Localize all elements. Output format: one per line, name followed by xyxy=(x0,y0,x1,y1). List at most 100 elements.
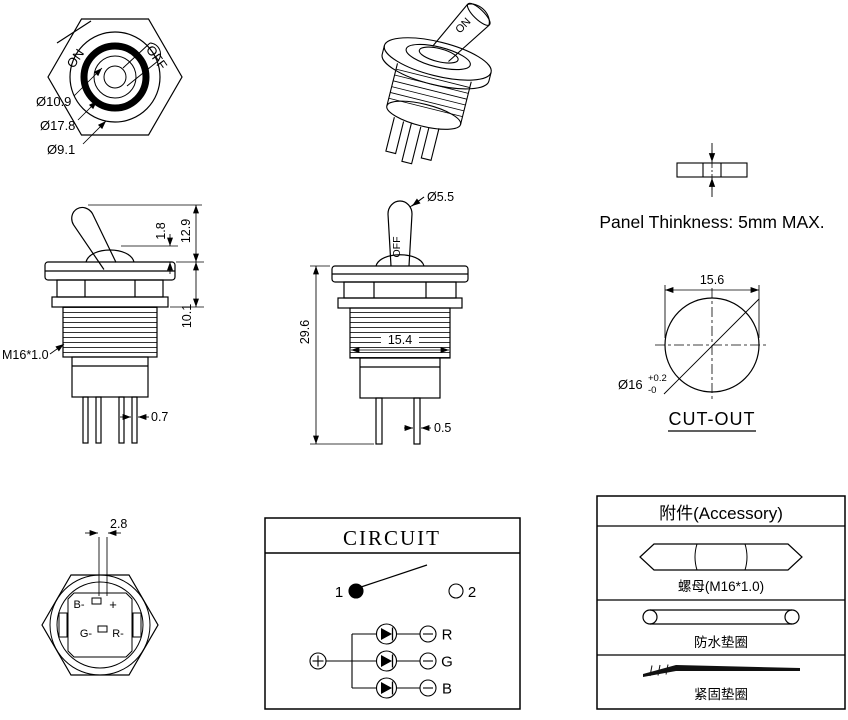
perspective-lever-label: ON xyxy=(453,16,473,36)
pin xyxy=(95,396,102,444)
hex-outline xyxy=(47,18,183,136)
dims-center xyxy=(310,196,449,445)
dims-cutout xyxy=(664,285,760,338)
inner-circle xyxy=(56,581,144,669)
washer xyxy=(337,297,463,309)
perspective-view: ON xyxy=(381,2,492,165)
panel-note: Panel Thinkness: 5mm MAX. xyxy=(599,212,824,232)
dome xyxy=(85,249,135,263)
nut-label: 螺母(M16*1.0) xyxy=(678,579,764,594)
circuit-box xyxy=(264,517,521,710)
pin xyxy=(413,397,421,445)
dim-lever-dia: Ø5.5 xyxy=(427,190,454,204)
cutout-view: 15.6 Ø16 +0.2 -0 CUT-OUT xyxy=(618,273,769,432)
thread-spec: M16*1.0 xyxy=(2,348,49,362)
side-view-left: 12.9 1.8 10.1 M16*1.0 0.7 xyxy=(2,204,204,444)
threaded-body xyxy=(62,306,158,358)
side-pin-right xyxy=(132,612,142,638)
switch-base xyxy=(359,357,441,399)
position-1-label: 1 xyxy=(335,584,343,601)
dim-total-height: 29.6 xyxy=(298,320,312,344)
thread-lines xyxy=(388,68,470,118)
dim-inner-dia: Ø9.1 xyxy=(47,142,75,157)
dome xyxy=(375,254,425,267)
dim-pin-thickness: 0.5 xyxy=(434,421,451,435)
lever-boss xyxy=(418,46,459,64)
tolerance-plus: +0.2 xyxy=(648,373,667,384)
tolerance-minus: -0 xyxy=(648,385,656,396)
side-pin-left xyxy=(58,612,68,638)
dim-outer-dia: Ø17.8 xyxy=(40,118,75,133)
mid-circle xyxy=(93,55,137,99)
led-row-b: B xyxy=(352,677,452,699)
dim-ring-dia: Ø10.9 xyxy=(36,94,71,109)
dim-height: 12.9 xyxy=(179,219,193,243)
side-view-center: OFF Ø5.5 15.4 29.6 0.5 xyxy=(298,190,469,445)
accessory-table: 附件(Accessory) 螺母(M16*1.0) 防水垫圈 紧固垫圈 xyxy=(596,495,846,710)
led-g-label: G xyxy=(441,654,453,671)
pin xyxy=(82,396,89,444)
led-b-label: B xyxy=(442,681,452,698)
bezel-inner xyxy=(405,43,471,71)
dim-cutout-dia: Ø16 xyxy=(618,377,643,392)
lever-upright xyxy=(387,200,413,267)
dim-thread-width: 15.4 xyxy=(388,333,412,347)
seal-washer-drawing xyxy=(642,609,800,625)
position-1-dot xyxy=(348,583,364,599)
lever-tilted xyxy=(71,206,117,270)
chamfer-line xyxy=(56,20,92,44)
switch-arm xyxy=(360,564,428,588)
pin xyxy=(131,396,138,444)
panel-thickness-view: Panel Thinkness: 5mm MAX. xyxy=(599,143,825,232)
pin-label-r: R- xyxy=(112,628,124,640)
pin-slot xyxy=(97,625,108,633)
dim-cutout-width: 15.6 xyxy=(700,273,724,287)
nut-drawing xyxy=(639,543,803,571)
base-square xyxy=(67,592,133,658)
lock-washer-label: 紧固垫圈 xyxy=(694,687,748,702)
dim-gap: 1.8 xyxy=(154,222,168,239)
lever-off-label: OFF xyxy=(391,237,403,258)
led-r-label: R xyxy=(442,627,453,644)
body-bottom xyxy=(386,100,462,130)
dia-leader xyxy=(663,298,760,395)
dims-left xyxy=(49,204,204,420)
cutout-title: CUT-OUT xyxy=(669,409,756,429)
center-circle xyxy=(103,65,127,89)
pin xyxy=(375,397,383,445)
hex-outline xyxy=(41,574,159,676)
dims-bottom xyxy=(85,530,121,596)
hex-nut xyxy=(56,279,164,298)
washer xyxy=(51,296,169,308)
bottom-view: B- + G- R- 2.8 xyxy=(41,517,159,676)
led-row-g: G xyxy=(352,650,453,672)
front-view: ON OFF Ø10.9 Ø17.8 Ø9.1 xyxy=(36,18,183,157)
dim-pin-pitch: 2.8 xyxy=(110,517,127,531)
dim-pin-thickness: 0.7 xyxy=(151,410,168,424)
outer-circle xyxy=(69,31,161,123)
dim-stack: 10.1 xyxy=(180,304,194,328)
pin-label-plus: + xyxy=(109,597,117,612)
terminals-3d xyxy=(385,117,440,165)
led-row-r: R xyxy=(352,623,453,645)
position-2-label: 2 xyxy=(468,584,476,601)
seal-washer-label: 防水垫圈 xyxy=(694,635,748,650)
accessory-title: 附件(Accessory) xyxy=(659,504,783,523)
pin-slot xyxy=(91,597,102,605)
outer-circle xyxy=(49,574,151,676)
position-2-dot xyxy=(448,583,464,599)
pin-label-b: B- xyxy=(74,599,85,611)
led-ring xyxy=(80,42,150,112)
circuit-title: CIRCUIT xyxy=(343,526,441,550)
table-border xyxy=(596,495,846,710)
switch-base xyxy=(71,356,149,398)
pin-label-g: G- xyxy=(80,628,93,640)
pin xyxy=(118,396,125,444)
front-leaders xyxy=(73,67,107,145)
circuit-diagram: CIRCUIT 1 2 R xyxy=(264,517,521,710)
hex-nut xyxy=(343,281,457,299)
lever-top-view xyxy=(122,42,162,87)
common-anode xyxy=(309,634,353,688)
